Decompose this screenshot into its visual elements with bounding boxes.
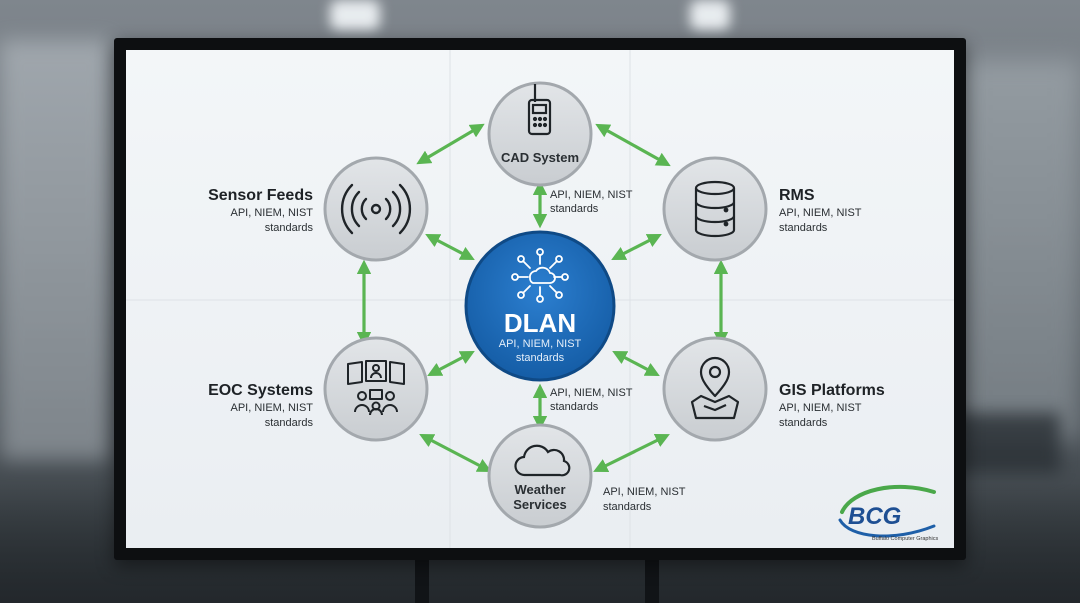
network-cloud-hub-icon (511, 248, 569, 303)
arrow-gis-weather (593, 433, 670, 473)
map-pin-icon (690, 356, 740, 420)
eoc-title: EOC Systems (208, 382, 313, 399)
arrow-sensor-hub (425, 233, 475, 261)
integration-diagram: CAD System API, NIEM, NIST standards (126, 50, 954, 548)
sensor-title: Sensor Feeds (208, 187, 313, 204)
rms-title: RMS (779, 187, 815, 204)
arrow-cad-sensor (416, 123, 485, 165)
eoc-desc-line2: standards (265, 417, 314, 429)
database-icon (694, 180, 736, 238)
hub-desc-line1: API, NIEM, NIST (499, 338, 582, 350)
edge-label-hub-weather: API, NIEM, NIST standards (550, 387, 633, 413)
gis-desc-line1: API, NIEM, NIST (779, 402, 862, 414)
gis-desc-line2: standards (779, 417, 828, 429)
cad-title: CAD System (501, 150, 579, 165)
bcg-logo: BCG Buffalo Computer Graphics (838, 484, 938, 542)
edge-label-cad-hub: API, NIEM, NIST standards (550, 189, 633, 215)
weather-title-line2: Services (513, 497, 567, 512)
edge-label-line1: API, NIEM, NIST (550, 387, 633, 399)
node-gis-platforms (662, 336, 768, 442)
monitor-stand-right (645, 560, 659, 603)
logo-text: BCG (848, 503, 901, 530)
background-window-right (960, 60, 1080, 440)
hub-title: DLAN (504, 308, 576, 338)
node-sensor-feeds (323, 156, 429, 262)
node-weather-services: Weather Services (487, 423, 593, 529)
arrow-gis-hub (612, 350, 660, 377)
cloud-icon (514, 444, 571, 477)
monitor-stand-left (415, 560, 429, 603)
radio-icon (527, 84, 552, 136)
weather-desc-line2: standards (603, 501, 652, 513)
background-window-left (0, 40, 110, 460)
ceiling-light (690, 0, 730, 30)
node-dlan-hub: DLAN API, NIEM, NIST standards (464, 230, 616, 382)
edge-label-line2: standards (550, 203, 599, 215)
sensor-desc-line2: standards (265, 222, 314, 234)
arrow-eoc-weather (419, 433, 492, 473)
display-monitor: CAD System API, NIEM, NIST standards (114, 38, 966, 560)
arrow-cad-rms (595, 123, 671, 167)
connection-arrows (356, 123, 729, 473)
eoc-desc-line1: API, NIEM, NIST (230, 402, 313, 414)
edge-label-line1: API, NIEM, NIST (550, 189, 633, 201)
rms-desc-line2: standards (779, 222, 828, 234)
eoc-video-wall-icon (347, 360, 405, 416)
arrow-eoc-hub (427, 350, 475, 377)
node-rms (662, 156, 768, 262)
node-eoc-systems (323, 336, 429, 442)
sensor-desc-line1: API, NIEM, NIST (230, 207, 313, 219)
gis-title: GIS Platforms (779, 382, 885, 399)
node-cad-system: CAD System (487, 81, 593, 187)
weather-desc-line1: API, NIEM, NIST (603, 486, 686, 498)
rms-desc-line1: API, NIEM, NIST (779, 207, 862, 219)
logo-tagline: Buffalo Computer Graphics (872, 536, 938, 542)
diagram-screen: CAD System API, NIEM, NIST standards (126, 50, 954, 548)
hub-desc-line2: standards (516, 352, 565, 364)
arrow-rms-hub (611, 234, 662, 260)
weather-title-line1: Weather (514, 482, 565, 497)
edge-label-line2: standards (550, 401, 599, 413)
ceiling-light (330, 0, 380, 30)
signal-wave-icon (340, 183, 412, 235)
background-desk (950, 413, 1060, 473)
